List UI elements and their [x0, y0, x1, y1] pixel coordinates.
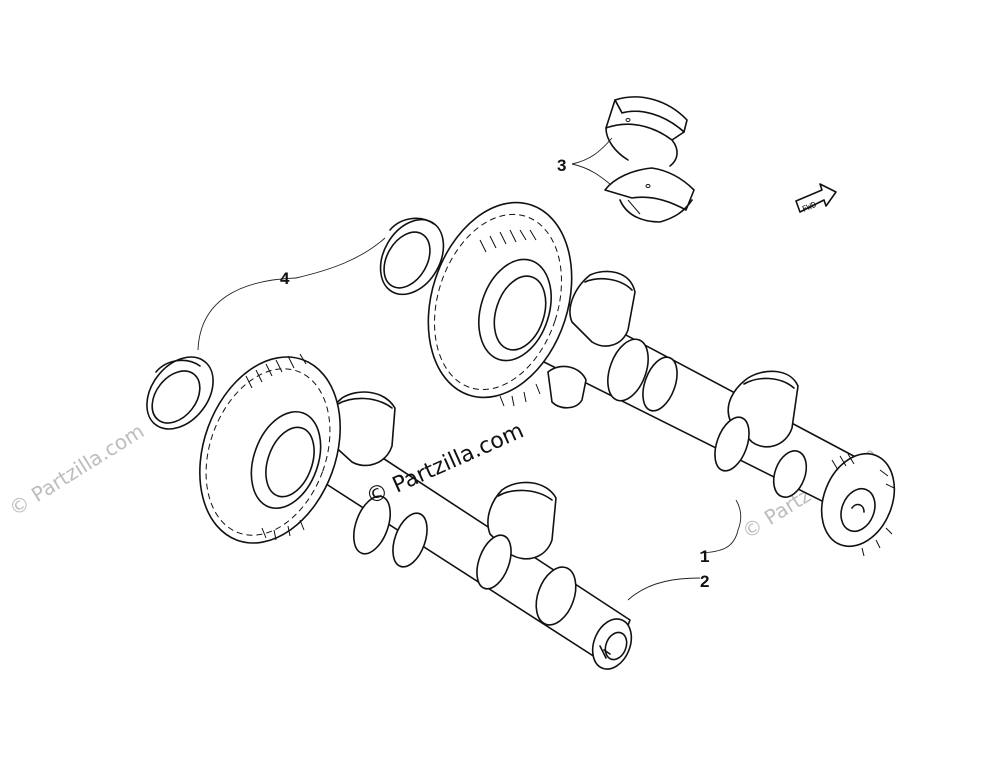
callout-1: 1: [700, 547, 709, 566]
thrust-ring-lower-part-4: [146, 356, 214, 430]
bearing-shells-part-3: [604, 96, 695, 223]
callout-3: 3: [557, 156, 566, 175]
svg-text:© Partzilla.com: © Partzilla.com: [5, 419, 149, 521]
fwd-arrow-icon: FWD: [795, 183, 837, 214]
callout-4: 4: [280, 269, 290, 288]
thrust-ring-upper-part-4: [379, 217, 445, 296]
leader-lines: [197, 137, 742, 601]
watermark-left: © Partzilla.com: [5, 419, 149, 521]
camshaft-lower: [199, 353, 633, 670]
camshaft-upper: [427, 201, 896, 557]
callout-2: 2: [700, 572, 709, 591]
